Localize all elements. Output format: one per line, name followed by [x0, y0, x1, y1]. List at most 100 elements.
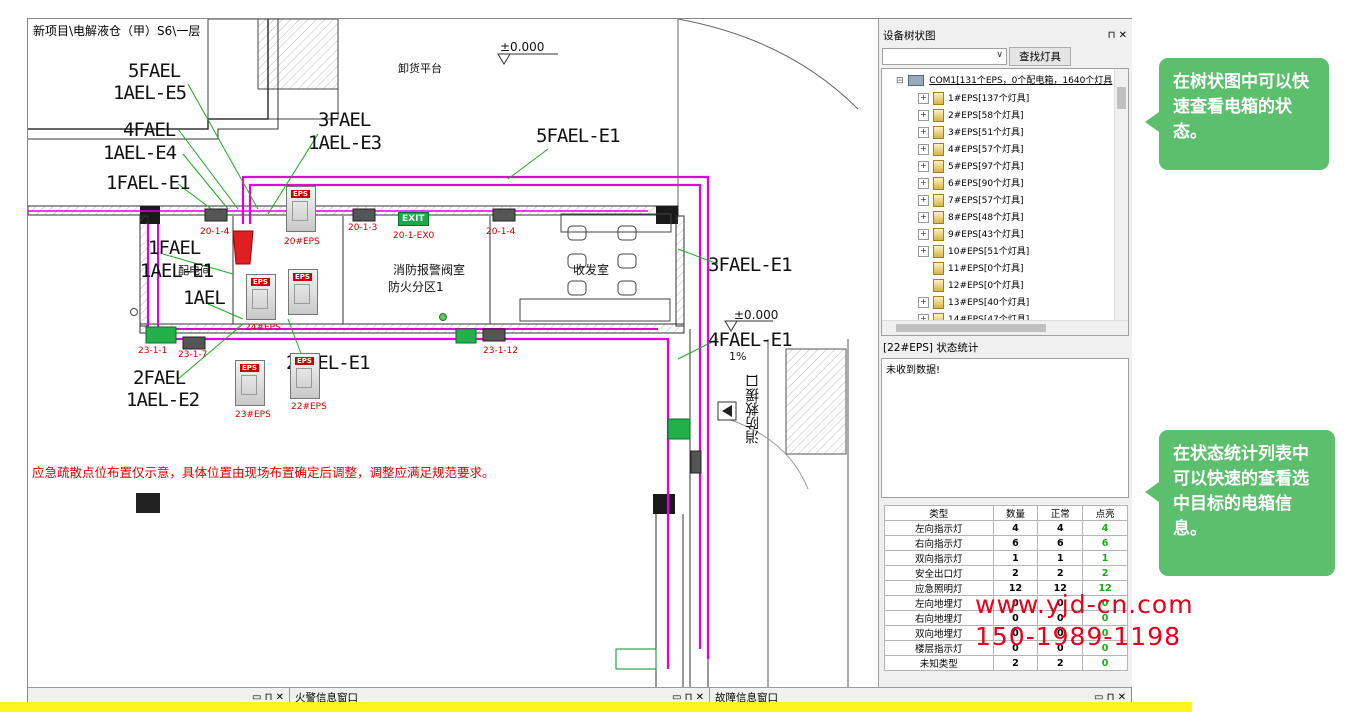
search-combo[interactable]: ∨ [882, 48, 1007, 65]
tree-node-label: 8#EPS[48个灯具] [948, 213, 1024, 223]
expand-icon[interactable]: + [918, 195, 929, 206]
expand-icon[interactable]: + [918, 178, 929, 189]
table-cell: 6 [1082, 535, 1128, 551]
circuit-label: 4FAEL [123, 119, 176, 141]
table-cell: 左向指示灯 [884, 520, 994, 536]
tree-root-node[interactable]: ⊟ COM1[131个EPS，0个配电箱，1640个灯具 [896, 73, 1112, 86]
tab-fire-alarm[interactable]: 火警信息窗口 ▭ ⊓ ✕ [290, 688, 710, 710]
tree-node-eps[interactable]: +1#EPS[137个灯具] [918, 91, 1029, 108]
dock-tab-blank[interactable]: ▭ ⊓ ✕ [28, 688, 290, 710]
device-tree[interactable]: ⊟ COM1[131个EPS，0个配电箱，1640个灯具 +1#EPS[137个… [881, 68, 1129, 336]
circuit-label: 1FAEL-E1 [106, 172, 191, 194]
table-cell: 2 [1037, 655, 1084, 671]
eps-node-icon [933, 109, 944, 122]
table-cell: 1 [1082, 550, 1128, 566]
tree-node-label: 6#EPS[90个灯具] [948, 179, 1024, 189]
circuit-label: 3FAEL [318, 109, 371, 131]
drawing-note: 应急疏散点位布置仅示意，具体位置由现场布置确定后调整，调整应满足规范要求。 [32, 465, 495, 480]
tree-node-eps[interactable]: +10#EPS[51个灯具] [918, 244, 1029, 261]
eps-cabinet[interactable]: EPS [290, 353, 320, 399]
expand-icon[interactable]: + [918, 127, 929, 138]
chevron-down-icon[interactable]: ∨ [996, 50, 1003, 60]
header-cell: 正常 [1037, 505, 1084, 521]
tree-vertical-scrollbar[interactable] [1114, 69, 1128, 321]
table-cell: 安全出口灯 [884, 565, 994, 581]
tree-horizontal-scrollbar[interactable] [882, 320, 1128, 335]
expand-icon[interactable]: + [918, 229, 929, 240]
tree-node-eps[interactable]: +5#EPS[97个灯具] [918, 159, 1024, 176]
exit-sign[interactable]: EXIT [398, 212, 429, 226]
table-cell: 2 [992, 565, 1039, 581]
tree-node-eps[interactable]: +6#EPS[90个灯具] [918, 176, 1024, 193]
expand-icon[interactable]: + [918, 110, 929, 121]
expand-icon[interactable]: + [918, 144, 929, 155]
tree-node-eps[interactable]: 11#EPS[0个灯具] [918, 261, 1024, 278]
expand-icon[interactable]: + [918, 93, 929, 104]
panel-pin-close-icons[interactable]: ⊓ ✕ [1107, 30, 1127, 41]
eps-node-icon [933, 228, 944, 241]
scrollbar-thumb[interactable] [1117, 87, 1126, 109]
tab-window-controls[interactable]: ▭ ⊓ ✕ [1094, 692, 1126, 703]
table-cell: 4 [1082, 520, 1128, 536]
status-panel-title: [22#EPS] 状态统计 [879, 339, 1132, 357]
tab-fault-info[interactable]: 故障信息窗口 ▭ ⊓ ✕ [710, 688, 1131, 710]
eps-node-icon [933, 296, 944, 309]
table-cell: 0 [1082, 655, 1128, 671]
device-label: 20-1-EX0 [393, 231, 435, 241]
expand-icon[interactable]: + [918, 212, 929, 223]
tab-label: 故障信息窗口 [715, 692, 778, 704]
tab-window-controls[interactable]: ▭ ⊓ ✕ [252, 692, 284, 703]
tree-node-label: 5#EPS[97个灯具] [948, 162, 1024, 172]
tree-node-label: 12#EPS[0个灯具] [948, 281, 1024, 291]
status-message-area: 未收到数据! [881, 358, 1129, 498]
tree-node-eps[interactable]: 12#EPS[0个灯具] [918, 278, 1024, 295]
circuit-label: 1AEL-E2 [126, 389, 200, 411]
eps-node-icon [933, 279, 944, 292]
device-label: 20-1-3 [348, 223, 378, 233]
stats-callout: 在状态统计列表中可以快速的查看选中目标的电箱信息。 [1159, 430, 1335, 576]
circuit-label: 1AEL-E5 [113, 82, 187, 104]
room-label-alarm-valve: 消防报警阀室 [393, 263, 466, 277]
tree-node-eps[interactable]: +4#EPS[57个灯具] [918, 142, 1024, 159]
device-label: 23-1-1 [138, 346, 168, 356]
tree-node-eps[interactable]: +7#EPS[57个灯具] [918, 193, 1024, 210]
scrollbar-thumb[interactable] [896, 324, 1046, 332]
watermark-phone: 150-1989-1198 [975, 622, 1182, 651]
device-label: 20-1-4 [200, 227, 230, 237]
tree-node-eps[interactable]: +3#EPS[51个灯具] [918, 125, 1024, 142]
tree-node-eps[interactable]: +13#EPS[40个灯具] [918, 295, 1029, 312]
eps-cabinet[interactable]: EPS [286, 186, 316, 232]
tree-node-label: 2#EPS[58个灯具] [948, 111, 1024, 121]
table-cell: 2 [1082, 565, 1128, 581]
table-cell: 6 [992, 535, 1039, 551]
expand-icon[interactable]: + [918, 246, 929, 257]
circuit-label: 5FAEL [128, 60, 181, 82]
tab-window-controls[interactable]: ▭ ⊓ ✕ [672, 692, 704, 703]
expand-icon[interactable]: + [918, 161, 929, 172]
expand-icon[interactable]: + [918, 297, 929, 308]
tree-node-eps[interactable]: +9#EPS[43个灯具] [918, 227, 1024, 244]
eps-cabinet[interactable]: EPS [246, 274, 276, 320]
tree-node-eps[interactable]: +2#EPS[58个灯具] [918, 108, 1024, 125]
slope-label: 1% [729, 350, 747, 363]
tree-node-label: 10#EPS[51个灯具] [948, 247, 1030, 257]
table-cell: 2 [992, 655, 1039, 671]
room-label-fire-entry: 消防救援口 [745, 374, 761, 444]
find-light-button[interactable]: 查找灯具 [1009, 47, 1071, 66]
eps-cabinet[interactable]: EPS [288, 269, 318, 315]
cad-canvas[interactable]: 新项目\电解液仓（甲）S6\一层 ±0.000 卸货平台 5FAEL 1AEL-… [28, 19, 878, 687]
eps-cabinet[interactable]: EPS [235, 360, 265, 406]
table-cell: 右向指示灯 [884, 535, 994, 551]
eps-node-icon [933, 194, 944, 207]
tree-root-label: COM1[131个EPS，0个配电箱，1640个灯具 [929, 76, 1113, 86]
collapse-icon[interactable]: ⊟ [896, 76, 904, 86]
tree-node-eps[interactable]: +8#EPS[48个灯具] [918, 210, 1024, 227]
